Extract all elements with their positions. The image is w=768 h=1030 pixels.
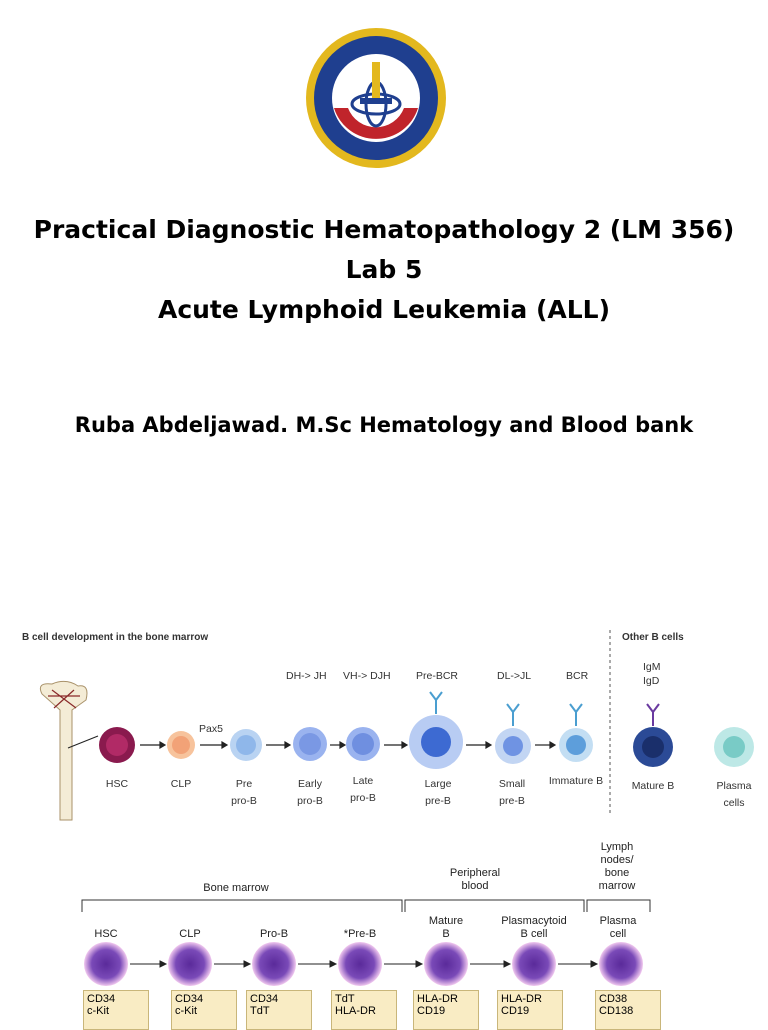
cell-label: Plasma: [716, 780, 751, 792]
arrow-icon: [140, 740, 557, 750]
stage-label: B cell: [521, 928, 548, 940]
stage-label: *Pre-B: [344, 928, 376, 940]
cell-immature-b: [559, 728, 593, 762]
stage-label: HSC: [94, 928, 117, 940]
stage-label: CLP: [179, 928, 200, 940]
receptor-icon: [646, 703, 660, 726]
cell-early-pro-b: [293, 727, 327, 761]
figure1-caption: B cell development in the bone marrow: [22, 632, 208, 643]
title-line-3: Acute Lymphoid Leukemia (ALL): [157, 295, 611, 324]
stage-label: Mature: [429, 915, 463, 927]
region-label: marrow: [599, 880, 636, 892]
cell-label: Small: [499, 778, 525, 790]
cell-pre-pro-b: [230, 729, 262, 761]
region-label: Lymph: [601, 841, 634, 853]
cell-label: pro-B: [350, 792, 376, 804]
cell-label: pre-B: [425, 795, 451, 807]
cell-clp: [167, 731, 195, 759]
region-bracket: [81, 899, 651, 912]
cell-label: Large: [425, 778, 452, 790]
title-line-2: Lab 5: [345, 255, 423, 284]
slide-title: Practical Diagnostic Hematopathology 2 (…: [0, 210, 768, 330]
cell-hsc: [99, 727, 135, 763]
stage-label: Plasma: [600, 915, 638, 927]
cell-label: Late: [353, 775, 374, 787]
stage-label: Plasmacytoid: [501, 915, 566, 927]
cell-label: cells: [723, 797, 744, 809]
receptor-icon: [429, 691, 583, 726]
label-vhdjh: VH-> DJH: [343, 670, 391, 682]
label-dhjh: DH-> JH: [286, 670, 327, 682]
cell-label: Early: [298, 778, 323, 790]
cell-label: Pre: [236, 778, 253, 790]
stage-label: B: [442, 928, 449, 940]
arrow-icon: [130, 960, 599, 968]
cell-small-pre-b: [495, 728, 531, 764]
figure1-other-caption: Other B cells: [622, 632, 684, 643]
cell-label: pro-B: [297, 795, 323, 807]
cell-label: CLP: [171, 778, 191, 790]
label-igd: IgD: [643, 675, 660, 687]
university-seal-icon: [306, 28, 446, 168]
author-line: Ruba Abdeljawad. M.Sc Hematology and Blo…: [74, 413, 694, 437]
title-line-1: Practical Diagnostic Hematopathology 2 (…: [33, 215, 735, 244]
cell-late-pro-b: [346, 727, 380, 761]
label-dljl: DL->JL: [497, 670, 531, 682]
stage-label: cell: [610, 928, 627, 940]
marker-cell: [84, 942, 643, 986]
label-bcr: BCR: [566, 670, 589, 682]
label-igm: IgM: [643, 661, 661, 673]
cell-label: Mature B: [632, 780, 675, 792]
cell-mature-b: [633, 727, 673, 767]
b-cell-development-figure: B cell development in the bone marrow Ot…: [22, 630, 754, 821]
label-prebcr: Pre-BCR: [416, 670, 458, 682]
region-label: Bone marrow: [203, 882, 268, 894]
region-label: bone: [605, 867, 629, 879]
pax5-label: Pax5: [199, 723, 223, 735]
cell-large-pre-b: [409, 715, 463, 769]
stage-label: Pro-B: [260, 928, 288, 940]
region-label: Peripheral: [450, 867, 500, 879]
region-label: nodes/: [600, 854, 634, 866]
bone-icon: [39, 680, 88, 821]
cell-plasma: [714, 727, 754, 767]
cell-label: pro-B: [231, 795, 257, 807]
cell-label: Immature B: [549, 775, 603, 787]
cell-label: HSC: [106, 778, 129, 790]
region-label: blood: [462, 880, 489, 892]
cell-label: pre-B: [499, 795, 525, 807]
b-cell-marker-figure: Lymph nodes/ bone marrow Peripheral bloo…: [81, 841, 651, 986]
